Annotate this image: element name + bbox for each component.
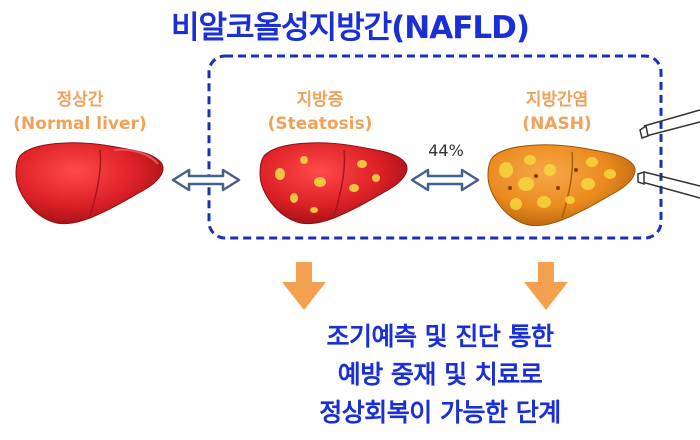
normal-liver-icon <box>15 142 164 225</box>
summary-line: 예방 중재 및 치료로 <box>337 360 543 389</box>
summary-line: 정상회복이 가능한 단계 <box>319 398 561 427</box>
stage-label-nash: 지방간염 (NASH) <box>492 88 622 136</box>
stage-english-name: (NASH) <box>522 114 592 134</box>
progression-lines-partial <box>637 109 700 199</box>
summary-text: 조기예측 및 진단 통한 예방 중재 및 치료로 정상회복이 가능한 단계 <box>190 318 690 432</box>
stage-name: 지방증 <box>296 90 344 110</box>
reversible-double-arrow-2 <box>410 168 480 192</box>
progression-rate-label: 44% <box>428 141 464 160</box>
stage-english-name: (Normal liver) <box>13 114 147 134</box>
nash-liver-icon <box>487 144 636 227</box>
stage-label-steatosis: 지방증 (Steatosis) <box>250 88 390 136</box>
stage-name: 지방간염 <box>525 90 589 110</box>
reversible-double-arrow-1 <box>171 168 241 192</box>
summary-line: 조기예측 및 진단 통한 <box>326 322 554 351</box>
stage-label-normal: 정상간 (Normal liver) <box>0 88 160 136</box>
diagram-title: 비알코올성지방간(NAFLD) <box>170 10 530 46</box>
nafld-group-box <box>207 54 663 240</box>
down-arrow-nash <box>524 262 568 310</box>
down-arrow-steatosis <box>282 262 326 310</box>
steatosis-liver-icon <box>259 142 408 225</box>
stage-english-name: (Steatosis) <box>267 114 373 134</box>
stage-name: 정상간 <box>56 90 104 110</box>
